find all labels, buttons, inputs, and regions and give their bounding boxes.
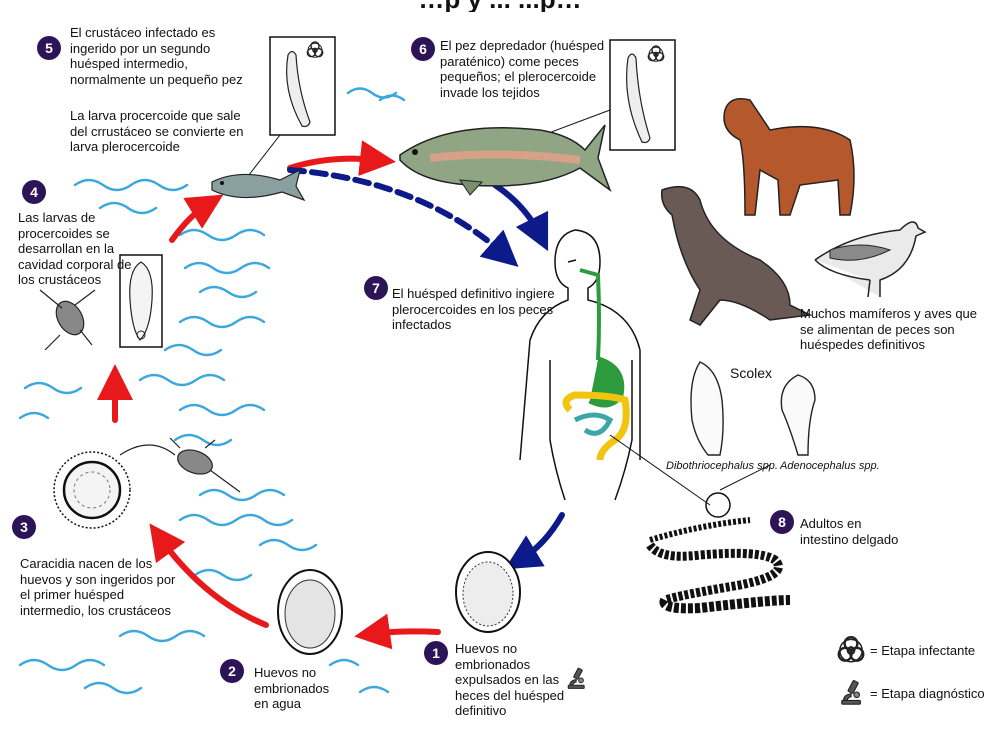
hosts-note: Muchos mamíferos y aves que se alimentan… (800, 306, 978, 352)
gull-host (814, 221, 927, 298)
procercoid-note: La larva procercoide que sale del crrust… (70, 108, 244, 154)
biohazard-icon (837, 636, 865, 663)
copepod-4 (39, 289, 96, 351)
microscope-icon (841, 679, 862, 705)
cycle-arrows-blue (287, 167, 565, 570)
coracidium-3 (53, 451, 131, 529)
stage-text-7: El huésped definitivo ingiere plerocerco… (392, 286, 555, 332)
stage-badge-3: 3 (12, 515, 36, 539)
stage-text-5: El crustáceo infectado es ingerido por u… (70, 25, 243, 87)
stage-badge-4: 4 (22, 180, 46, 204)
stage-text-2: Huevos no embrionados en agua (254, 665, 330, 711)
microscope-icon (567, 667, 585, 689)
stage-badge-7: 7 (364, 276, 388, 300)
egg-unembryonated-1 (455, 551, 521, 633)
water-waves (18, 87, 406, 695)
stage-badge-8: 8 (770, 510, 794, 534)
copepod-3 (119, 437, 241, 493)
stage-badge-2: 2 (220, 659, 244, 683)
stage-badge-5: 5 (37, 36, 61, 60)
stage-badge-1: 1 (424, 641, 448, 665)
legend-diagnostic: = Etapa diagnóstico (870, 686, 985, 701)
stage-text-1: Huevos no embrionados expulsados en las … (455, 641, 565, 718)
adult-tapeworm (609, 434, 791, 614)
stage-text-3: Caracidia nacen de los huevos y son inge… (20, 556, 176, 618)
legend-infective: = Etapa infectante (870, 643, 976, 658)
scolex-label: Scolex (730, 365, 773, 381)
dibothriocephalus-label: Dibothriocephalus spp. (666, 460, 778, 472)
scolex-drawings (690, 361, 816, 456)
stage-badge-6: 6 (411, 37, 435, 61)
predator-fish (399, 124, 612, 196)
sea-lion-host (660, 185, 813, 326)
inset-plerocercoid-5 (244, 36, 336, 181)
inset-procercoid-4 (119, 254, 163, 348)
human-host (519, 229, 641, 501)
dog-host (723, 98, 855, 216)
stage-text-8: Adultos en intestino delgado (800, 516, 899, 547)
page-title: …p y ... ...p… (250, 0, 750, 12)
small-fish (211, 168, 306, 202)
cycle-arrows-red (97, 140, 441, 650)
egg-embryonated-2 (277, 569, 343, 655)
adenocephalus-label: Adenocephalus spp. (780, 460, 880, 472)
stage-text-6: El pez depredador (huésped paraténico) c… (440, 38, 605, 100)
stage-text-4: Las larvas de procercoides se desarrolla… (18, 210, 132, 287)
